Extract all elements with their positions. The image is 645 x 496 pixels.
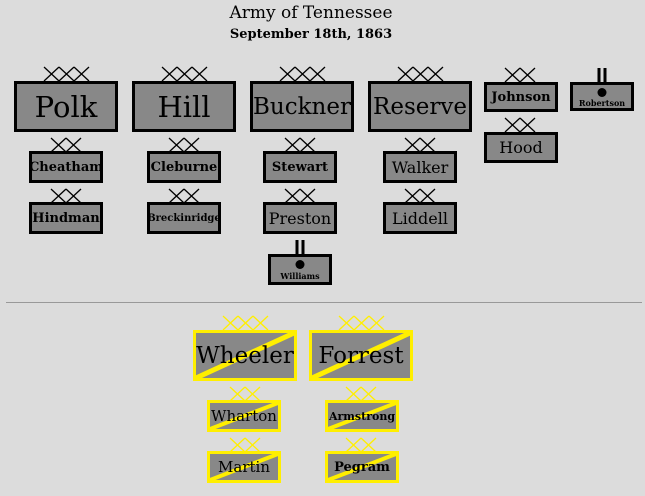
brigade-williams: Williams [268,254,332,285]
division-marker-icon [345,437,377,453]
cavalry-division-armstrong: Armstrong [325,400,399,432]
cavalry-division-wharton: Wharton [207,400,281,432]
division-cheatham: Cheatham [29,151,103,183]
unit-label: Armstrong [328,409,396,423]
corps-marker-icon [161,66,207,82]
division-walker: Walker [383,151,457,183]
corps-marker-icon [397,66,443,82]
unit-label: Preston [268,208,332,228]
division-breckinridge: Breckinridge [147,202,221,234]
unit-label: Hood [499,138,543,157]
brigade-robertson: Robertson [570,82,634,111]
division-marker-icon [284,188,316,204]
divider [6,302,642,303]
division-marker-icon [229,437,261,453]
corps-polk: Polk [14,81,118,132]
corps-marker-icon [43,66,89,82]
corps-marker-icon [279,66,325,82]
division-marker-icon [284,137,316,153]
division-stewart: Stewart [263,151,337,183]
division-marker-icon [50,188,82,204]
unit-label: Walker [391,157,449,177]
division-cleburne: Cleburne [147,151,221,183]
cavalry-corps-wheeler: Wheeler [193,330,297,381]
division-preston: Preston [263,202,337,234]
unit-label: Johnson [491,89,551,105]
division-johnson: Johnson [484,82,558,112]
division-liddell: Liddell [383,202,457,234]
unit-label: Buckner [253,93,351,120]
regiment-marker-icon [597,68,607,82]
chart-subtitle: September 18th, 1863 [229,27,393,42]
division-marker-icon [50,137,82,153]
division-marker-icon [504,117,536,133]
unit-label: Cleburne [150,159,218,175]
unit-label: Hill [157,89,211,124]
chart-title: Army of Tennessee [229,3,393,23]
division-marker-icon [404,188,436,204]
unit-label: Reserve [373,93,467,120]
brigade-dot-icon [295,260,305,269]
cavalry-slash-icon [328,454,396,480]
division-hood: Hood [484,132,558,163]
cavalry-corps-forrest: Forrest [309,330,413,381]
corps-buckner: Buckner [250,81,354,132]
brigade-dot-icon [597,88,607,97]
division-marker-icon [168,188,200,204]
corps-marker-icon [222,315,268,331]
cavalry-division-martin: Martin [207,451,281,483]
unit-label: Martin [218,458,270,476]
cavalry-slash-icon [328,403,396,429]
unit-label: Liddell [392,208,448,228]
unit-label: Cheatham [28,159,104,175]
unit-label: Stewart [271,159,329,175]
corps-marker-icon [338,315,384,331]
unit-label: Pegram [334,459,390,475]
cavalry-slash-icon [210,403,278,429]
division-marker-icon [168,137,200,153]
cavalry-slash-icon [312,333,410,378]
unit-label: Wheeler [196,342,294,369]
division-hindman: Hindman [29,202,103,234]
division-marker-icon [345,386,377,402]
unit-label: Breckinridge [147,212,221,224]
unit-label: Hindman [32,210,100,226]
division-marker-icon [404,137,436,153]
cavalry-slash-icon [196,333,294,378]
unit-label: Polk [34,89,98,124]
cavalry-slash-icon [210,454,278,480]
corps-reserve: Reserve [368,81,472,132]
cavalry-division-pegram: Pegram [325,451,399,483]
unit-label: Forrest [318,342,404,369]
unit-label: Williams [280,270,320,281]
division-marker-icon [229,386,261,402]
corps-hill: Hill [132,81,236,132]
regiment-marker-icon [295,240,305,254]
unit-label: Robertson [578,97,626,108]
unit-label: Wharton [211,407,277,425]
division-marker-icon [504,67,536,83]
